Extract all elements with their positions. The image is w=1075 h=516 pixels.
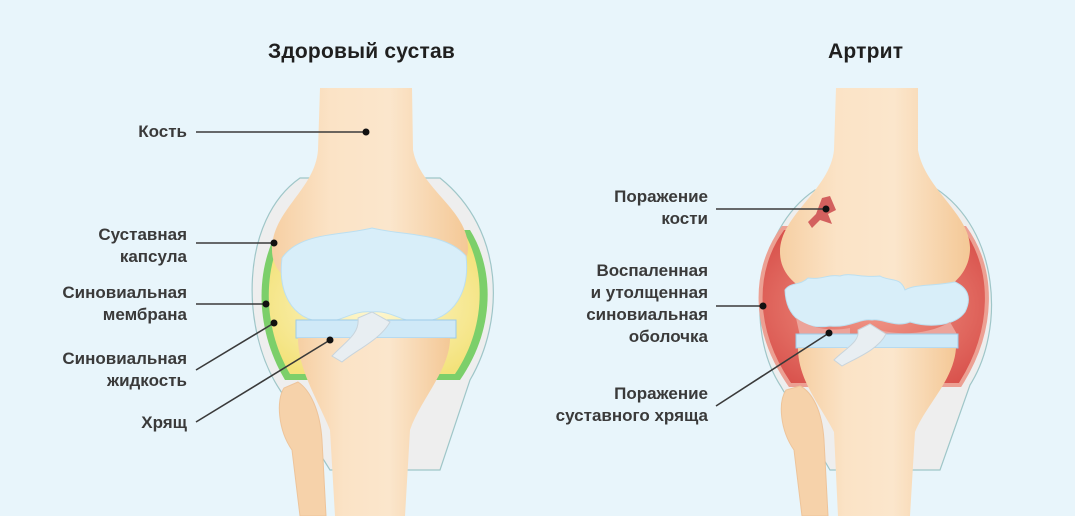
fibula-bone	[278, 381, 327, 516]
healthy-joint-title: Здоровый сустав	[268, 40, 455, 63]
label-joint-capsule: Суставная капсула	[98, 224, 187, 268]
label-capsule-line2: капсула	[119, 247, 187, 266]
arthritis-joint	[715, 88, 993, 516]
label-inflamed-line4: оболочка	[628, 327, 708, 346]
label-fluid-line2: жидкость	[107, 371, 187, 390]
label-synovial-fluid: Синовиальная жидкость	[62, 348, 187, 392]
cruciate-ligament	[331, 311, 391, 363]
label-inflamed-line3: синовиальная	[586, 305, 708, 324]
label-inflamed-synovium: Воспаленная и утолщенная синовиальная об…	[586, 260, 708, 348]
label-synovial-membrane: Синовиальная мембрана	[62, 282, 187, 326]
label-bone-text: Кость	[138, 122, 187, 141]
femoral-cartilage	[280, 227, 468, 323]
label-cartilage-damage-line2: суставного хряща	[555, 406, 708, 425]
label-bone-damage-line2: кости	[661, 209, 708, 228]
label-bone: Кость	[138, 121, 187, 143]
label-membrane-line2: мембрана	[102, 305, 187, 324]
damaged-cartilage	[784, 274, 969, 328]
arthritis-femur-bone	[780, 88, 971, 305]
tibia-bone	[298, 338, 450, 516]
label-membrane-line1: Синовиальная	[62, 283, 187, 302]
label-bone-damage: Поражение кости	[614, 186, 708, 230]
label-fluid-line1: Синовиальная	[62, 349, 187, 368]
label-inflamed-line2: и утолщенная	[590, 283, 708, 302]
label-capsule-line1: Суставная	[98, 225, 187, 244]
cartilage-erosion	[796, 318, 958, 336]
label-cartilage-text: Хрящ	[141, 413, 187, 432]
arthritis-title: Артрит	[828, 40, 904, 63]
label-cartilage-damage-line1: Поражение	[614, 384, 708, 403]
label-inflamed-line1: Воспаленная	[596, 261, 708, 280]
arthritis-fibula-bone	[780, 385, 829, 516]
label-cartilage-damage: Поражение суставного хряща	[556, 383, 708, 427]
arthritis-tibia-bone	[798, 348, 956, 516]
label-cartilage: Хрящ	[141, 412, 187, 434]
label-bone-damage-line1: Поражение	[614, 187, 708, 206]
healthy-joint	[195, 88, 494, 516]
bone-damage-area	[808, 196, 836, 228]
arthritis-cruciate-ligament	[833, 323, 887, 367]
